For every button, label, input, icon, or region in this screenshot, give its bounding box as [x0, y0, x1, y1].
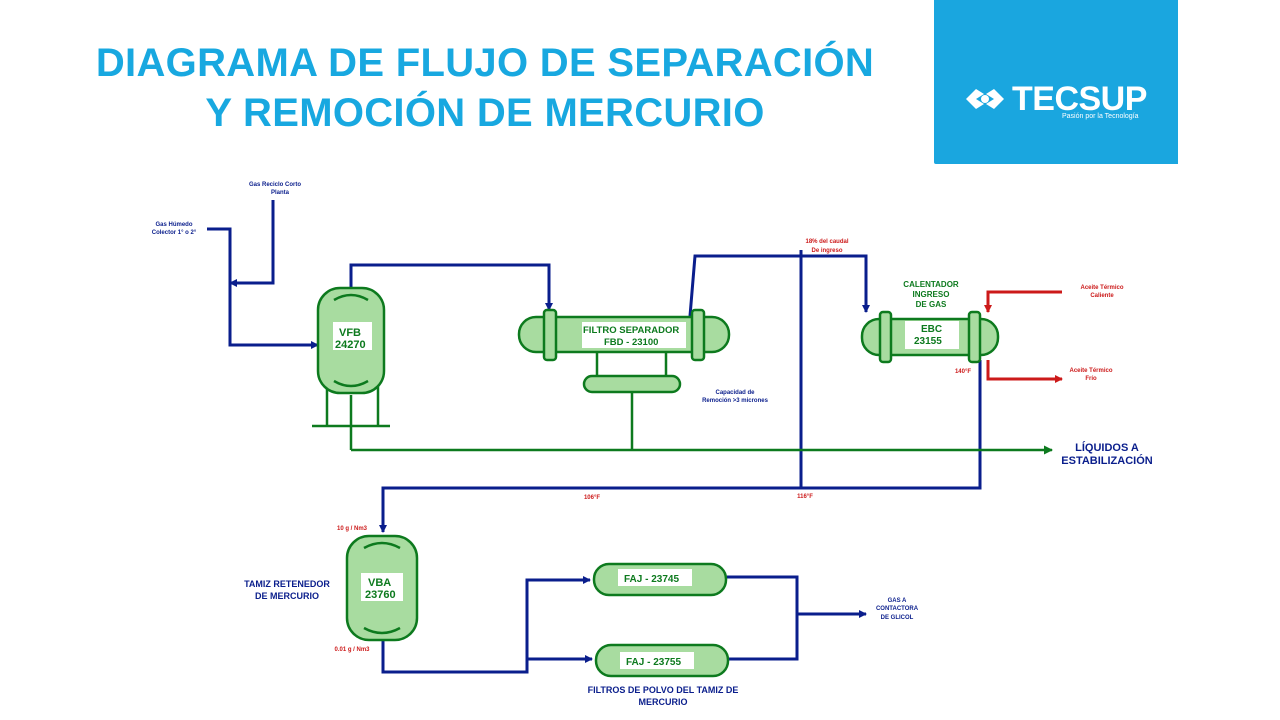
- temp-140-label: 140°F: [955, 369, 971, 375]
- tamiz-label-2: DE MERCURIO: [255, 591, 319, 601]
- page-title: DIAGRAMA DE FLUJO DE SEPARACIÓN Y REMOCI…: [40, 38, 930, 138]
- ebc-label-1: EBC: [921, 324, 942, 335]
- gas-lines: [207, 200, 982, 674]
- faj-23745-label: FAJ - 23745: [624, 574, 679, 585]
- ebc-exchanger: [860, 310, 1000, 364]
- aceite-caliente-line: [984, 290, 1062, 313]
- gas-reciclo-line: [229, 200, 275, 287]
- gas-humedo-label-2: Colector 1° o 2°: [152, 230, 197, 236]
- vba-to-faj-line: [381, 576, 591, 674]
- gas-humedo-label-1: Gas Húmedo: [155, 222, 192, 228]
- conc-out-label: 0.01 g / Nm3: [334, 647, 370, 653]
- ebc-label-2: 23155: [914, 336, 942, 347]
- calentador-label-3: DE GAS: [916, 300, 947, 309]
- filtros-polvo-label-2: MERCURIO: [639, 697, 688, 707]
- conc-in-label: 10 g / Nm3: [337, 526, 368, 532]
- faj-out-line: [727, 575, 799, 661]
- ebc-to-vba-line: [379, 360, 982, 533]
- logo-banner: [934, 0, 1178, 164]
- vba-vessel: [345, 534, 419, 642]
- calentador-label-1: CALENTADOR: [903, 280, 959, 289]
- logo-tagline: Pasión por la Tecnología: [1062, 113, 1139, 120]
- filtro-to-ebc-line: [688, 254, 870, 317]
- title-line-2: Y REMOCIÓN DE MERCURIO: [205, 91, 765, 135]
- filtros-polvo-label-1: FILTROS DE POLVO DEL TAMIZ DE: [588, 685, 739, 695]
- caudal-label-1: 18% del caudal: [805, 239, 848, 245]
- aceite-caliente-label-2: Caliente: [1090, 293, 1114, 299]
- faj-23755-label: FAJ - 23755: [626, 657, 681, 668]
- annotations: Gas Reciclo Corto Planta Gas Húmedo Cole…: [152, 182, 1153, 707]
- faj-23755-filter: [594, 643, 730, 678]
- aceite-frio-label-1: Aceite Térmico: [1069, 368, 1112, 374]
- tamiz-label-1: TAMIZ RETENEDOR: [244, 579, 330, 589]
- filtro-separador: [517, 308, 731, 394]
- filtro-label-1: FILTRO SEPARADOR: [583, 325, 679, 336]
- calentador-label-2: INGRESO: [913, 290, 950, 299]
- aceite-caliente-label-1: Aceite Térmico: [1080, 285, 1123, 291]
- vfb-label-1: VFB: [339, 327, 361, 339]
- caudal-label-2: De ingreso: [811, 248, 842, 254]
- capacidad-label-2: Remoción >3 micrones: [702, 398, 769, 404]
- liquidos-label-2: ESTABILIZACIÓN: [1061, 454, 1153, 467]
- hot-oil-lines: [984, 290, 1063, 383]
- gas-contactora-label-1: GAS A: [888, 598, 907, 604]
- vba-label-2: 23760: [365, 589, 396, 601]
- gas-reciclo-label-1: Gas Reciclo Corto: [249, 182, 301, 188]
- vfb-label-2: 24270: [335, 339, 366, 351]
- capacidad-label-1: Capacidad de: [715, 390, 755, 396]
- faj-23745-filter: [592, 562, 728, 597]
- liquid-lines: [349, 392, 1053, 455]
- filtro-label-2: FBD - 23100: [604, 337, 658, 348]
- aceite-frio-line: [986, 360, 1063, 383]
- title-line-1: DIAGRAMA DE FLUJO DE SEPARACIÓN: [95, 41, 875, 85]
- gas-contactora-label-3: DE GLICOL: [881, 615, 914, 621]
- vfb-vessel: [312, 286, 390, 428]
- aceite-frio-label-2: Frío: [1085, 376, 1097, 382]
- vfb-to-filtro-line: [349, 263, 553, 311]
- liquidos-label-1: LÍQUIDOS A: [1075, 441, 1139, 454]
- gas-humedo-line: [207, 227, 319, 349]
- vba-label-1: VBA: [368, 577, 391, 589]
- temp-106-label: 106°F: [584, 495, 600, 501]
- logo-brand: TECSUP: [1012, 80, 1147, 118]
- gas-contactora-label-2: CONTACTORA: [876, 606, 919, 612]
- tecsup-logo-icon: [966, 89, 1004, 109]
- gas-reciclo-label-2: Planta: [271, 190, 290, 196]
- temp-116-label: 116°F: [797, 494, 813, 500]
